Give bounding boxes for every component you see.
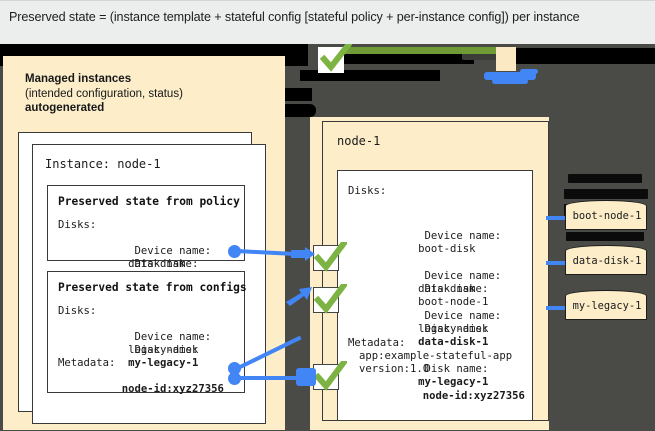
disk-cylinder-data[interactable]: data-disk-1 [565,245,649,277]
disk-label-boot: boot-node-1 [572,210,642,222]
boot-disk-label: Disk name: [411,283,489,296]
arrow-right-icon-2 [286,287,312,306]
title-line-3: autogenerated [25,102,105,114]
disk-entry-boot: Device name: boot-disk Disk name: boot-n… [348,217,501,323]
arrow-right-icon-3 [296,368,316,386]
boot-disk-row: Disk name: boot-node-1 [348,270,501,323]
connector-dot-1 [228,245,241,258]
blue-scribble-3 [520,69,538,74]
check-icon-data-disk [313,242,347,272]
managed-instances-title: Managed instances (intended configuratio… [25,72,275,116]
redaction-bar-top-d [498,48,655,64]
redaction-bar-row2-b [300,70,440,81]
redaction-bar-top-a [18,44,308,54]
legacy-device-row: Device name: legacy-disk [348,297,501,350]
data-disk-label: Disk name: [411,323,489,336]
policy-device-name-label: Device name: [121,245,212,258]
node-metadata-nodeid-value: node-id:xyz27356 [422,389,525,402]
disk-connector-data [546,261,570,265]
boot-device-row: Device name: boot-disk [348,217,501,270]
blue-scribble-2 [492,79,528,84]
legacy-disk-row: Disk name: my-legacy-1 [348,350,501,403]
configs-metadata-row: node-id:xyz27356 [58,370,224,410]
configs-device-name-label: Device name: [121,331,212,344]
preserved-state-policy-box: Preserved state from policy Disks: Devic… [47,185,245,283]
checkbox-legacy-disk[interactable] [313,284,347,314]
configs-disk-name-value: my-legacy-1 [121,357,199,370]
check-icon-top [319,44,352,72]
configs-metadata-value: node-id:xyz27356 [121,383,224,396]
check-icon-metadata [313,361,347,391]
policy-disks-label: Disks: [58,219,97,231]
configs-device-name-value: legacy-disk [121,344,199,357]
disk-label-data: data-disk-1 [572,255,642,267]
disk-cylinder-icon-legacy-body [565,296,647,320]
disk-cylinder-legacy[interactable]: my-legacy-1 [565,290,649,322]
instance-heading: Instance: node-1 [45,157,161,171]
data-device-label: Device name: [411,270,502,283]
node-metadata-block: Metadata: app:example-stateful-app versi… [348,337,525,416]
connector-dot-3 [228,372,241,385]
configs-device-name-row: Device name: legacy-disk [58,318,211,371]
data-disk-row: Disk name: data-disk-1 [348,310,501,363]
node-metadata-version: version:1.0 [359,363,430,376]
legacy-disk-value: my-legacy-1 [411,376,489,389]
data-device-value: data-disk [411,283,476,296]
configs-box-title: Preserved state from configs [58,281,247,294]
redaction-bar-top-e [462,52,504,60]
disk-cylinder-icon-data-body [565,251,647,275]
check-icon-legacy-disk [313,284,347,314]
node-metadata-nodeid: node-id:xyz27356 [348,377,525,417]
node-details-box: Disks: Device name: boot-disk Disk name:… [337,170,533,421]
policy-box-title: Preserved state from policy [58,195,240,208]
preserved-state-configs-box: Preserved state from configs Disks: Devi… [47,271,247,395]
disk-label-legacy: my-legacy-1 [572,300,642,312]
redaction-right-1 [568,174,642,183]
configs-metadata-label: Metadata: [58,357,116,369]
connector-line-3 [237,376,305,380]
caption-bar: Preserved state = (instance template + s… [0,0,655,44]
checkbox-metadata[interactable] [313,361,347,391]
blue-scribble-1 [484,72,536,80]
node-disks-label: Disks: [348,185,387,197]
redaction-right-2 [564,189,648,199]
node-metadata-app: app:example-stateful-app [359,350,513,363]
cream-chip-top2 [496,47,516,71]
disk-entry-data: Device name: data-disk Disk name: data-d… [348,257,501,363]
configs-disks-label: Disks: [58,305,97,317]
diagram-canvas: Managed instances (intended configuratio… [0,44,655,431]
policy-device-name-value: data-disk [121,258,186,271]
instance-card: Instance: node-1 Preserved state from po… [32,144,266,424]
checkbox-data-disk[interactable] [313,242,347,272]
disk-connector-boot [546,216,570,220]
policy-device-name-row: Device name: data-disk [58,232,211,285]
disk-cylinder-boot[interactable]: boot-node-1 [565,200,649,232]
configs-disk-name-label: Disk name: [121,344,199,357]
data-disk-value: data-disk-1 [411,336,489,349]
disk-cylinder-icon-boot-body [565,206,647,230]
title-line-2: (intended configuration, status) [25,87,183,100]
configs-disk-name-row: Disk name: my-legacy-1 [58,331,198,384]
node-heading: node-1 [337,134,381,148]
boot-device-label: Device name: [411,230,502,243]
legacy-device-label: Device name: [411,310,502,323]
node-metadata-label: Metadata: [348,337,406,349]
legacy-disk-label: Disk name: [411,363,489,376]
boot-device-value: boot-disk [411,243,476,256]
caption-text: Preserved state = (instance template + s… [9,10,580,24]
policy-disk-name-label: Disk name: [121,258,199,271]
disk-entry-legacy: Device name: legacy-disk Disk name: my-l… [348,297,501,403]
boot-disk-value: boot-node-1 [411,296,489,309]
data-device-row: Device name: data-disk [348,257,501,310]
green-highlight-bar [336,47,502,54]
redaction-right-5 [566,232,644,241]
legacy-device-value: legacy-disk [411,323,489,336]
title-line-1: Managed instances [25,73,132,85]
arrow-right-icon-1 [291,247,315,261]
disk-connector-legacy [546,306,570,310]
